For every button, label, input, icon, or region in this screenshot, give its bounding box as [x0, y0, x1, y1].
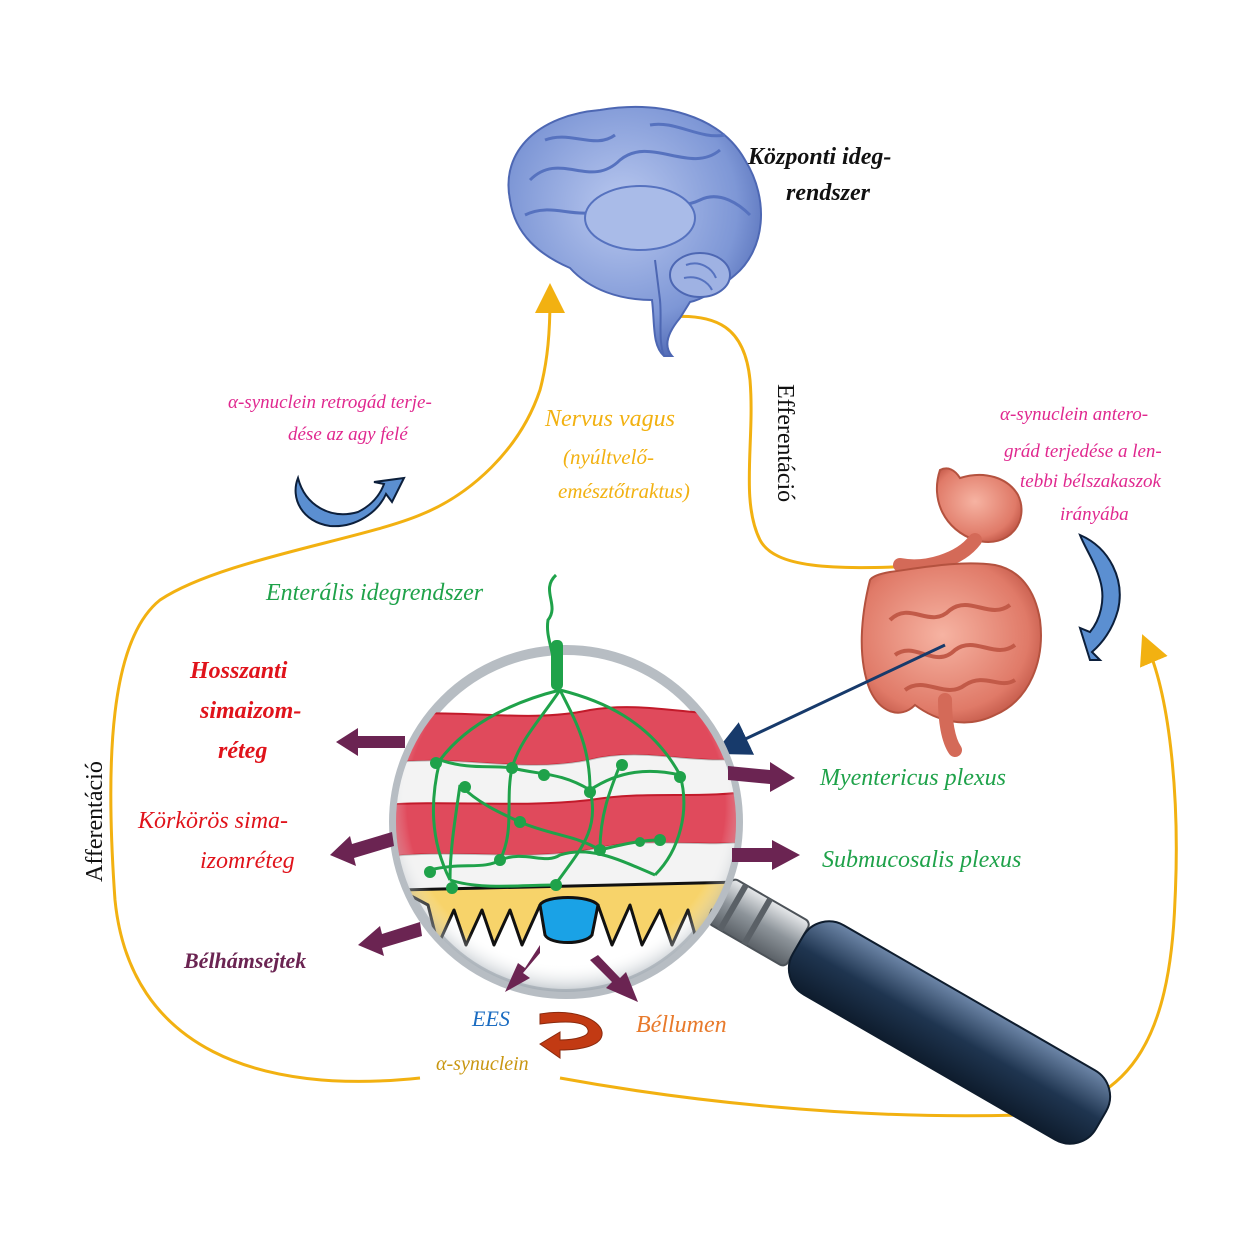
anterograde-label-line2: grád terjedése a len-	[1004, 441, 1162, 462]
intestine-illustration	[860, 467, 1042, 757]
epithelial-cells-label: Bélhámsejtek	[183, 948, 306, 973]
magnifier-lens	[389, 573, 743, 999]
efferent-vagus-path	[657, 314, 921, 570]
enteric-nervous-system-label: Enterális idegrendszer	[265, 580, 484, 606]
retrograde-loop-arrow	[294, 474, 406, 528]
afferentation-label: Afferentáció	[82, 761, 108, 882]
retrograde-label-line2: dése az agy felé	[288, 424, 409, 445]
cns-label-line1: Központi ideg-	[747, 144, 891, 170]
vagus-label-line1: Nervus vagus	[544, 406, 675, 432]
circular-muscle-label-line1: Körkörös sima-	[137, 808, 288, 834]
anterograde-label-line4: irányába	[1060, 504, 1129, 525]
efferentation-label: Efferentáció	[772, 384, 798, 502]
anterograde-loop-arrow	[1078, 533, 1121, 661]
magnifier-handle	[708, 878, 1112, 1145]
anterograde-label-line3: tebbi bélszakaszok	[1020, 471, 1161, 492]
zoom-pointer-arrow	[713, 643, 946, 755]
myenteric-plexus-label: Myentericus plexus	[819, 765, 1006, 791]
submucosal-plexus-label: Submucosalis plexus	[822, 847, 1021, 873]
ees-label: EES	[471, 1006, 510, 1031]
circular-muscle-label-line2: izomréteg	[200, 848, 295, 874]
brain-illustration	[507, 106, 762, 357]
longitudinal-muscle-label-line2: simaizom-	[199, 698, 301, 724]
longitudinal-muscle-label-line1: Hosszanti	[189, 658, 288, 684]
anterograde-label-line1: α-synuclein antero-	[1000, 404, 1148, 425]
vagus-label-line3: emésztőtraktus)	[558, 479, 690, 503]
vagus-label-line2: (nyúltvelő-	[563, 445, 654, 469]
vagus-retrograde-path	[109, 283, 565, 1083]
ees-release-arrow	[539, 1011, 603, 1059]
lumen-label: Béllumen	[636, 1012, 727, 1038]
retrograde-label-line1: α-synuclein retrogád terje-	[228, 392, 432, 413]
cns-label-line2: rendszer	[786, 180, 871, 206]
anterograde-path	[559, 634, 1178, 1118]
alpha-synuclein-label: α-synuclein	[436, 1053, 529, 1075]
longitudinal-muscle-label-line3: réteg	[218, 738, 267, 764]
layer-pointer-arrows	[330, 728, 800, 1002]
